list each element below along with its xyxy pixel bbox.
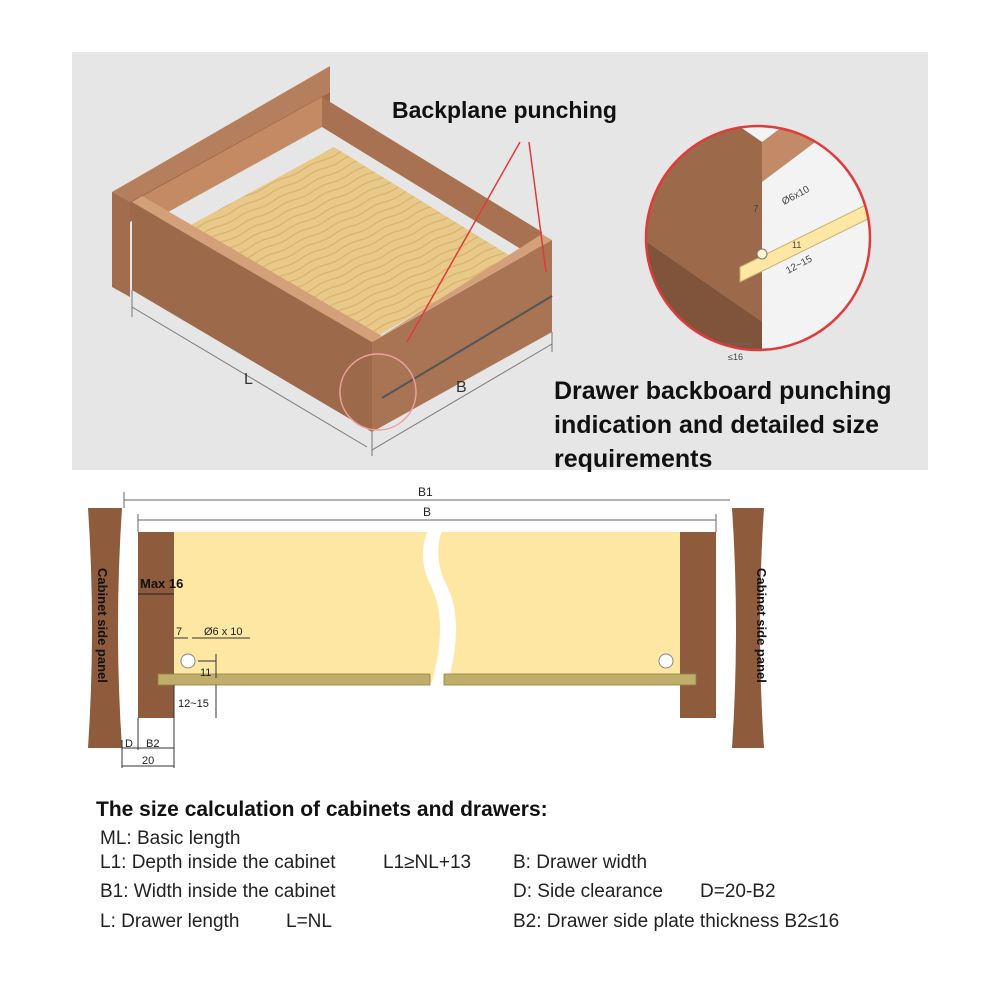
pointer-line-left <box>406 141 521 343</box>
spec-b1: B1: Width inside the cabinet <box>100 881 336 902</box>
drawer-right-edge <box>372 234 552 342</box>
dim-label-b: B <box>456 379 467 396</box>
dim-label-b: B <box>423 505 431 519</box>
drawer-back-wall <box>322 97 542 262</box>
detail-dim-11: 11 <box>792 240 801 250</box>
dim-label-b2: B2 <box>146 738 159 750</box>
dim-label-20: 20 <box>142 755 154 767</box>
rail-right <box>443 673 697 686</box>
rail-left <box>157 673 431 686</box>
callout-description: Drawer backboard punching indication and… <box>554 377 892 473</box>
spec-ml: ML: Basic length <box>100 828 241 849</box>
left-side-plate <box>138 532 174 718</box>
drawer-front-face <box>132 202 372 432</box>
hole-left <box>180 653 196 669</box>
dim-label-l: L <box>244 371 253 388</box>
dim-label-11: 11 <box>200 667 211 679</box>
drawer-right-face <box>372 240 552 432</box>
dim-label-max16: Max 16 <box>140 576 183 591</box>
drawer-front-edge <box>132 196 382 342</box>
spec-d-formula: D=20-B2 <box>700 881 776 902</box>
isometric-panel: L B Ø6x10 7 11 12~15 ≤16 <box>72 52 928 473</box>
detail-dim-le16: ≤16 <box>728 352 743 362</box>
dim-label-12-15: 12~15 <box>178 698 209 710</box>
hole-right <box>658 653 674 669</box>
dim-label-d: D <box>125 738 133 750</box>
drawer-isometric-svg: L B Ø6x10 7 11 12~15 ≤16 <box>112 66 872 456</box>
back-plate-side <box>112 192 130 297</box>
drawer-left-side <box>132 97 322 232</box>
detail-zoom: Ø6x10 7 11 12~15 ≤16 <box>644 124 872 362</box>
spec-l1-formula: L1≥NL+13 <box>383 852 472 873</box>
left-cabinet-panel <box>88 508 122 748</box>
left-panel-label: Cabinet side panel <box>95 568 110 683</box>
dim-label-7: 7 <box>176 626 182 638</box>
spec-l-formula: L=NL <box>286 911 332 932</box>
callout-title: Backplane punching <box>392 97 617 123</box>
dim-label-hole-dia: Ø6 x 10 <box>204 626 243 638</box>
right-side-plate <box>680 532 716 718</box>
slide-rail-line <box>381 295 553 399</box>
cross-section-svg: B1 B Max 16 7 Ø6 x 10 11 12~15 D B2 20 <box>88 485 730 768</box>
detail-locator-circle <box>339 353 417 431</box>
dim-label-b1: B1 <box>418 485 433 499</box>
spec-b: B: Drawer width <box>513 852 648 873</box>
spec-l: L: Drawer length <box>100 911 240 932</box>
pointer-line-right <box>528 141 547 273</box>
break-mark <box>422 530 456 682</box>
spec-d: D: Side clearance <box>513 881 663 902</box>
right-cabinet-panel <box>732 508 764 748</box>
cross-section-panel: B1 B Max 16 7 Ø6 x 10 11 12~15 D B2 20 <box>80 478 780 778</box>
detail-dim-7: 7 <box>753 204 759 215</box>
back-plate-top <box>112 66 330 218</box>
dim-line-l <box>131 306 368 448</box>
right-cabinet-panel-svg <box>732 508 764 748</box>
specs-title: The size calculation of cabinets and dra… <box>96 798 548 821</box>
spec-b2: B2: Drawer side plate thickness B2≤16 <box>513 911 840 932</box>
spec-l1: L1: Depth inside the cabinet <box>100 852 336 873</box>
dim-line-b <box>371 343 553 451</box>
drawer-bottom <box>187 147 512 342</box>
right-panel-label: Cabinet side panel <box>754 568 769 683</box>
